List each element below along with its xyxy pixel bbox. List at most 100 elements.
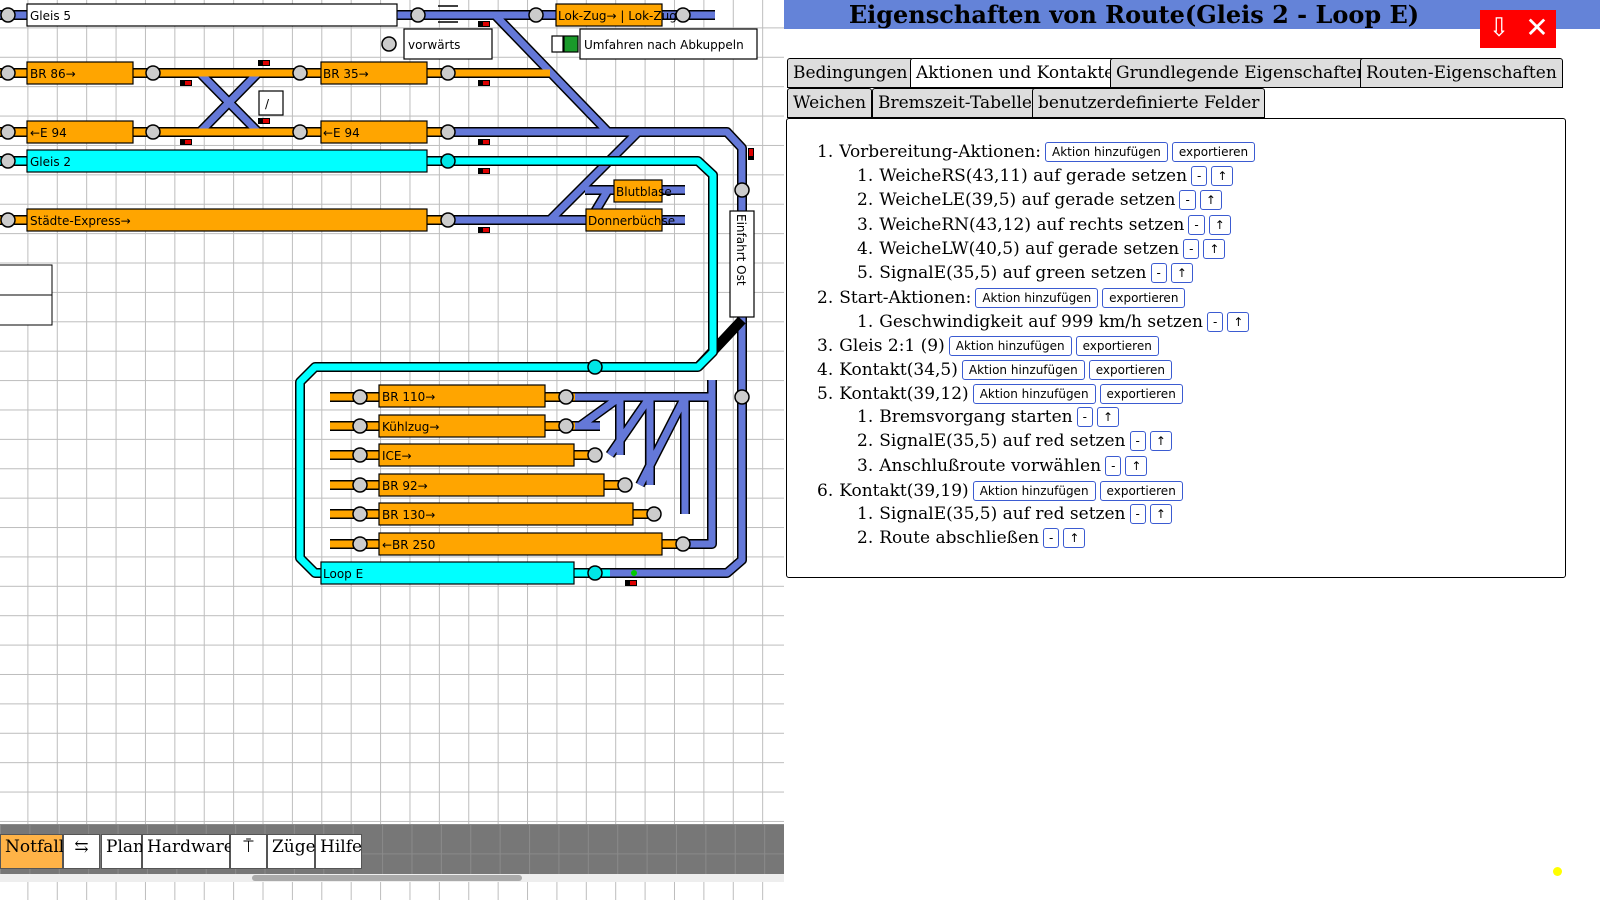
label-e94b: ←E 94	[323, 126, 360, 140]
track-blutblase[interactable]	[613, 179, 663, 203]
remove-button[interactable]: -	[1179, 190, 1196, 210]
zuege-button[interactable]: Züge	[267, 834, 316, 869]
remove-button[interactable]: -	[1129, 431, 1146, 451]
export-button[interactable]: exportieren	[1075, 336, 1159, 356]
track-br130[interactable]	[378, 502, 634, 526]
track-e94b[interactable]	[320, 120, 428, 144]
group-row: 1. Vorbereitung-Aktionen: Aktion hinzufü…	[817, 140, 1256, 164]
tab-weichen[interactable]: Weichen	[787, 88, 873, 118]
tab-benutzerdefinierte-felder[interactable]: benutzerdefinierte Felder	[1032, 88, 1266, 118]
move-up-button[interactable]: ↑	[1170, 263, 1193, 283]
group-label: Kontakt(34,5)	[839, 360, 958, 380]
notfall-button[interactable]: Notfall	[0, 834, 64, 869]
label-br35: BR 35→	[323, 67, 369, 81]
horizontal-scrollbar[interactable]	[0, 874, 784, 882]
action-row: 1. Geschwindigkeit auf 999 km/h setzen -…	[857, 310, 1250, 334]
swap-icon[interactable]: ⇆	[63, 834, 100, 869]
remove-button[interactable]: -	[1191, 166, 1208, 186]
export-button[interactable]: exportieren	[1088, 360, 1172, 380]
remove-button[interactable]: -	[1183, 239, 1200, 259]
add-action-button[interactable]: Aktion hinzufügen	[961, 360, 1085, 380]
label-lokzug: Lok-Zug→ | Lok-Zug	[558, 9, 677, 23]
hardware-button[interactable]: Hardware	[142, 834, 234, 869]
track-gleis5[interactable]	[26, 3, 398, 27]
action-row: 5. SignalE(35,5) auf green setzen - ↑	[857, 261, 1193, 285]
group-label: Kontakt(39,19)	[839, 481, 969, 501]
action-row: 4. WeicheLW(40,5) auf gerade setzen - ↑	[857, 237, 1226, 261]
label-e94a: ←E 94	[30, 126, 67, 140]
add-action-button[interactable]: Aktion hinzufügen	[1045, 142, 1168, 162]
track-br92[interactable]	[378, 473, 605, 497]
track-br35[interactable]	[320, 61, 428, 85]
tab-routen-eigenschaften[interactable]: Routen-Eigenschaften	[1360, 58, 1563, 88]
add-action-button[interactable]: Aktion hinzufügen	[972, 481, 1096, 501]
track-gleis2[interactable]	[26, 149, 428, 173]
move-up-button[interactable]: ↑	[1149, 431, 1172, 451]
hilfe-button[interactable]: Hilfe	[315, 834, 362, 869]
tab-bremszeit-tabelle[interactable]: Bremszeit-Tabelle	[872, 88, 1038, 118]
label-einfahrt-ost: Einfahrt Ost	[734, 214, 748, 286]
group-label: Start-Aktionen:	[839, 288, 972, 308]
track-ice[interactable]	[378, 443, 575, 467]
track-staedte[interactable]	[26, 208, 428, 232]
move-up-button[interactable]: ↑	[1208, 215, 1231, 235]
move-up-button[interactable]: ↑	[1211, 166, 1234, 186]
tab-grundlegende-eigenschaften[interactable]: Grundlegende Eigenschaften	[1110, 58, 1374, 88]
remove-button[interactable]: -	[1043, 528, 1060, 548]
label-br250: ←BR 250	[382, 538, 435, 552]
plan-button[interactable]: Plan	[101, 834, 144, 869]
export-button[interactable]: exportieren	[1099, 481, 1183, 501]
add-action-button[interactable]: Aktion hinzufügen	[948, 336, 1072, 356]
label-staedte: Städte-Express→	[30, 214, 131, 228]
move-up-button[interactable]: ↑	[1227, 312, 1250, 332]
track-loope[interactable]	[320, 561, 575, 585]
tab-bedingungen[interactable]: Bedingungen	[787, 58, 914, 88]
track-lokzug[interactable]	[555, 3, 663, 27]
track-donnerbuechse[interactable]	[585, 208, 663, 232]
minimize-down-icon[interactable]: ⇩	[1480, 10, 1518, 48]
scrollbar-thumb[interactable]	[252, 875, 522, 881]
add-action-button[interactable]: Aktion hinzufügen	[972, 384, 1096, 404]
action-row: 1. SignalE(35,5) auf red setzen - ↑	[857, 502, 1172, 526]
move-up-button[interactable]: ↑	[1125, 456, 1148, 476]
move-up-button[interactable]: ↑	[1063, 528, 1086, 548]
label-umfahren-box	[579, 28, 758, 60]
action-row: 2. Route abschließen - ↑	[857, 526, 1086, 550]
move-up-button[interactable]: ↑	[1096, 407, 1120, 427]
track-plan[interactable]: Gleis 5 Lok-Zug→ | Lok-Zug vorwärts Umfa…	[0, 0, 784, 830]
track-plan-area[interactable]: Gleis 5 Lok-Zug→ | Lok-Zug vorwärts Umfa…	[0, 0, 784, 900]
track-br250[interactable]	[378, 532, 663, 556]
label-vorwaerts: vorwärts	[408, 38, 460, 52]
action-row: 1. WeicheRS(43,11) auf gerade setzen - ↑	[857, 164, 1234, 188]
track-br86[interactable]	[26, 61, 134, 85]
move-up-button[interactable]: ↑	[1199, 190, 1222, 210]
remove-button[interactable]: -	[1076, 407, 1093, 427]
remove-button[interactable]: -	[1206, 312, 1224, 332]
move-up-button[interactable]: ↑	[1149, 504, 1172, 524]
group-label: Vorbereitung-Aktionen:	[839, 142, 1042, 162]
track-einfahrt-ost[interactable]	[729, 210, 755, 318]
action-label: Route abschließen	[879, 528, 1040, 548]
move-up-button[interactable]: ↑	[1203, 239, 1226, 259]
group-label: Kontakt(39,12)	[839, 384, 969, 404]
action-row: 2. SignalE(35,5) auf red setzen - ↑	[857, 429, 1172, 453]
action-label: WeicheRN(43,12) auf rechts setzen	[879, 215, 1185, 235]
slash-box[interactable]	[258, 90, 284, 116]
export-button[interactable]: exportieren	[1099, 384, 1183, 404]
add-action-button[interactable]: Aktion hinzufügen	[975, 288, 1099, 308]
track-e94a[interactable]	[26, 120, 134, 144]
remove-button[interactable]: -	[1129, 504, 1146, 524]
signal-icon[interactable]: ⍑	[230, 834, 267, 869]
remove-button[interactable]: -	[1105, 456, 1122, 476]
action-label: Bremsvorgang starten	[879, 407, 1073, 427]
export-button[interactable]: exportieren	[1171, 142, 1256, 162]
label-br130: BR 130→	[382, 508, 435, 522]
remove-button[interactable]: -	[1150, 263, 1167, 283]
action-label: SignalE(35,5) auf green setzen	[879, 263, 1147, 283]
tab-aktionen-kontakte[interactable]: Aktionen und Kontakte	[910, 58, 1121, 88]
remove-button[interactable]: -	[1188, 215, 1205, 235]
export-button[interactable]: exportieren	[1102, 288, 1186, 308]
close-icon[interactable]: ✕	[1518, 10, 1556, 48]
track-br110[interactable]	[378, 384, 546, 408]
track-kuehlzug[interactable]	[378, 414, 546, 438]
